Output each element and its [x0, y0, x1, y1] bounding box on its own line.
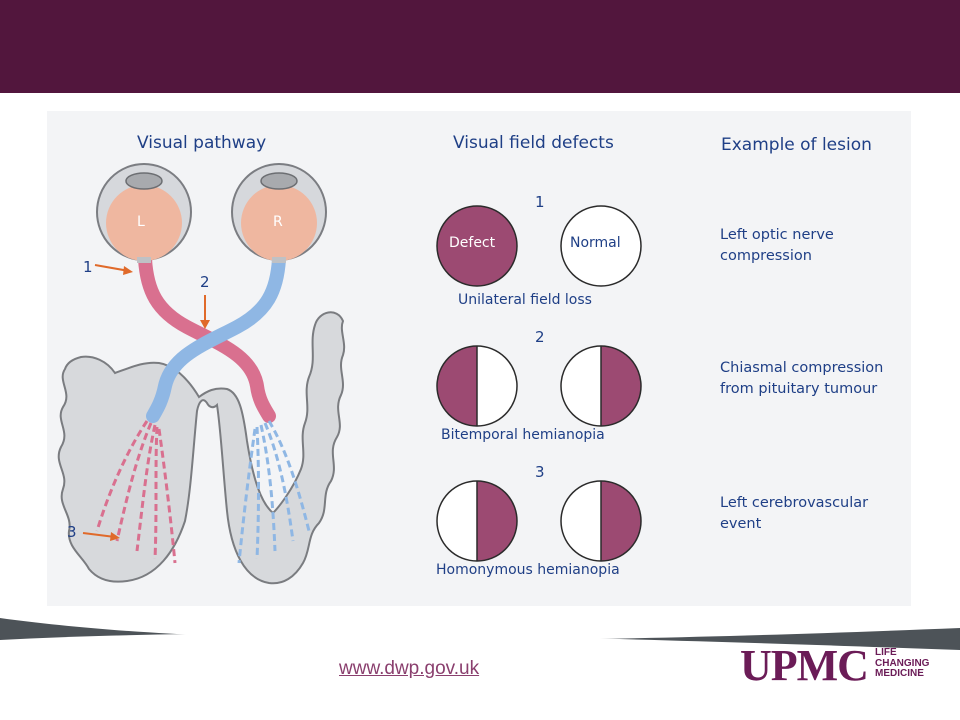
- left-optic-tract: [138, 252, 276, 423]
- upmc-tagline: LIFE CHANGING MEDICINE: [875, 647, 955, 680]
- lesion-1-line-2: compression: [720, 248, 812, 264]
- source-url-link[interactable]: www.dwp.gov.uk: [339, 658, 480, 679]
- arrow-3: [82, 532, 116, 538]
- defect-row-3-caption: Homonymous hemianopia: [436, 562, 620, 578]
- row3-left-circle: [436, 480, 518, 562]
- lesion-2-line-1: Chiasmal compression: [720, 360, 884, 376]
- pathway-marker-1: 1: [83, 258, 93, 276]
- row2-left-circle: [436, 345, 518, 427]
- defect-row-1-caption: Unilateral field loss: [458, 292, 592, 308]
- top-banner: [0, 0, 960, 93]
- arrow-3-head: [110, 532, 120, 541]
- left-eye: [96, 163, 192, 263]
- visual-pathway-figure: Visual pathway Visual field defects Exam…: [47, 111, 911, 606]
- lesion-3-line-1: Left cerebrovascular: [720, 495, 869, 511]
- upmc-logo: UPMC: [740, 641, 869, 690]
- lesion-example-3: Left cerebrovascular event: [720, 493, 868, 535]
- defect-row-1-number: 1: [535, 193, 545, 211]
- defect-row-2-caption: Bitemporal hemianopia: [441, 427, 605, 443]
- right-radiation: [237, 420, 311, 564]
- right-eye: [231, 163, 327, 263]
- row3-right-circle: [560, 480, 642, 562]
- tagline-line-2: CHANGING: [875, 657, 930, 669]
- row2-right-circle: [560, 345, 642, 427]
- pathway-marker-2: 2: [200, 273, 210, 291]
- eye-label-right: R: [273, 214, 283, 230]
- row1-defect-circle: [436, 205, 518, 287]
- bottom-wave-decoration: [0, 618, 960, 720]
- pathway-marker-3: 3: [67, 523, 77, 541]
- header-example-of-lesion: Example of lesion: [721, 135, 872, 155]
- lesion-3-line-2: event: [720, 516, 762, 532]
- normal-circle-label: Normal: [570, 235, 621, 251]
- lesion-1-line-1: Left optic nerve: [720, 227, 834, 243]
- row1-normal-circle: [560, 205, 642, 287]
- lesion-example-2: Chiasmal compression from pituitary tumo…: [720, 358, 883, 400]
- header-visual-field-defects: Visual field defects: [453, 133, 614, 153]
- arrow-1: [94, 264, 130, 272]
- defect-row-2-number: 2: [535, 328, 545, 346]
- lesion-example-1: Left optic nerve compression: [720, 225, 834, 267]
- pathway-diagram: [57, 163, 642, 585]
- tagline-line-3: MEDICINE: [875, 668, 924, 679]
- tagline-line-1: LIFE: [875, 647, 897, 658]
- right-optic-tract: [146, 252, 286, 423]
- left-radiation: [95, 420, 177, 564]
- arrow-2-head: [200, 320, 210, 329]
- defect-circle-label: Defect: [449, 235, 496, 251]
- defect-row-3-number: 3: [535, 463, 545, 481]
- header-visual-pathway: Visual pathway: [137, 133, 267, 153]
- eye-label-left: L: [137, 214, 145, 230]
- arrow-1-head: [123, 266, 133, 275]
- lesion-2-line-2: from pituitary tumour: [720, 381, 878, 397]
